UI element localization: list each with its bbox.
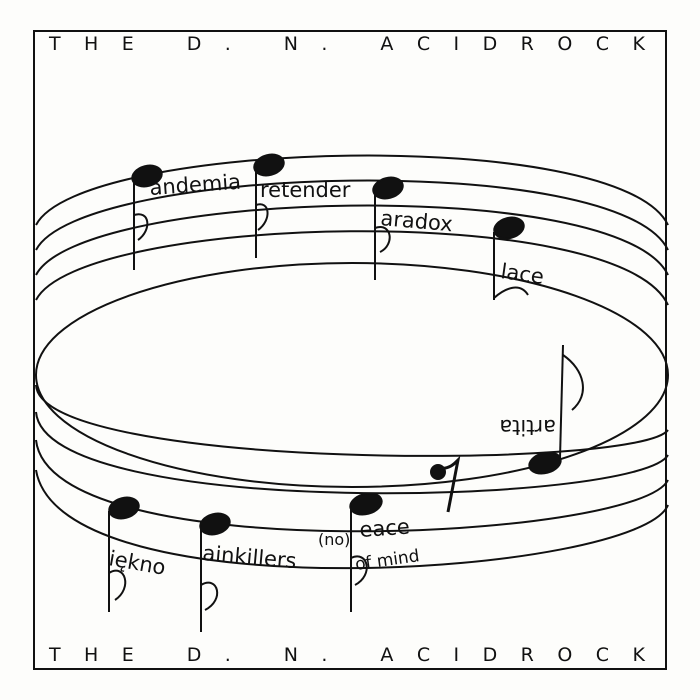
title-letter: A	[380, 644, 394, 666]
title-letter: K	[632, 33, 645, 55]
track-label-5: artita	[499, 415, 556, 439]
note-5	[528, 344, 584, 475]
note-4	[493, 216, 529, 300]
title-letter: C	[595, 644, 609, 666]
track-label-2: retender	[260, 178, 351, 202]
title-letter: .	[224, 33, 231, 55]
title-letter: D	[186, 33, 202, 55]
title-letter: .	[321, 33, 328, 55]
track-label-4: lace	[499, 259, 545, 289]
note-2	[253, 153, 285, 258]
title-letter: N	[283, 644, 298, 666]
note-8	[349, 492, 383, 612]
note-3	[372, 176, 404, 280]
title-letter: T	[49, 644, 61, 666]
note-6	[108, 496, 140, 612]
staff-line-upper-4	[35, 230, 669, 306]
note-7	[199, 512, 231, 632]
title-letter: D	[482, 33, 498, 55]
title-letter: N	[283, 33, 298, 55]
title-letter: O	[557, 33, 573, 55]
title-letter: C	[416, 33, 431, 55]
title-letter: I	[453, 33, 460, 55]
cover-frame	[33, 30, 667, 670]
staff-line-inner	[35, 262, 669, 488]
title-letter: E	[121, 33, 134, 55]
track-label-8-prefix: (no)	[318, 530, 350, 549]
title-letter: R	[520, 33, 534, 55]
title-letter: D	[186, 644, 202, 666]
title-letter: R	[520, 644, 534, 666]
title-letter: D	[482, 644, 498, 666]
title-letter: E	[121, 644, 134, 666]
title-letter: .	[224, 644, 231, 666]
title-letter: A	[380, 33, 394, 55]
track-label-1: andemia	[149, 170, 242, 200]
staff-line-upper-3	[35, 204, 669, 276]
title-letter: H	[84, 33, 99, 55]
track-label-8a: eace	[359, 515, 411, 542]
title-letter: C	[595, 33, 609, 55]
title-letter: .	[321, 644, 328, 666]
title-letter: C	[416, 644, 431, 666]
staff-line-lower-3	[35, 439, 669, 533]
rest-symbol	[430, 455, 461, 513]
note-1	[131, 164, 163, 270]
staff-line-lower-2	[35, 411, 669, 495]
title-letter: K	[632, 644, 645, 666]
title-letter: O	[557, 644, 573, 666]
title-letter: I	[453, 644, 460, 666]
title-letter: H	[84, 644, 99, 666]
staff-line-upper-1	[35, 154, 669, 226]
track-label-8b: of mind	[354, 546, 421, 575]
staff-line-lower-1	[35, 384, 669, 457]
track-label-7: ainkillers	[202, 541, 298, 573]
staff-line-upper-2	[35, 179, 669, 251]
title-letter: T	[49, 33, 61, 55]
